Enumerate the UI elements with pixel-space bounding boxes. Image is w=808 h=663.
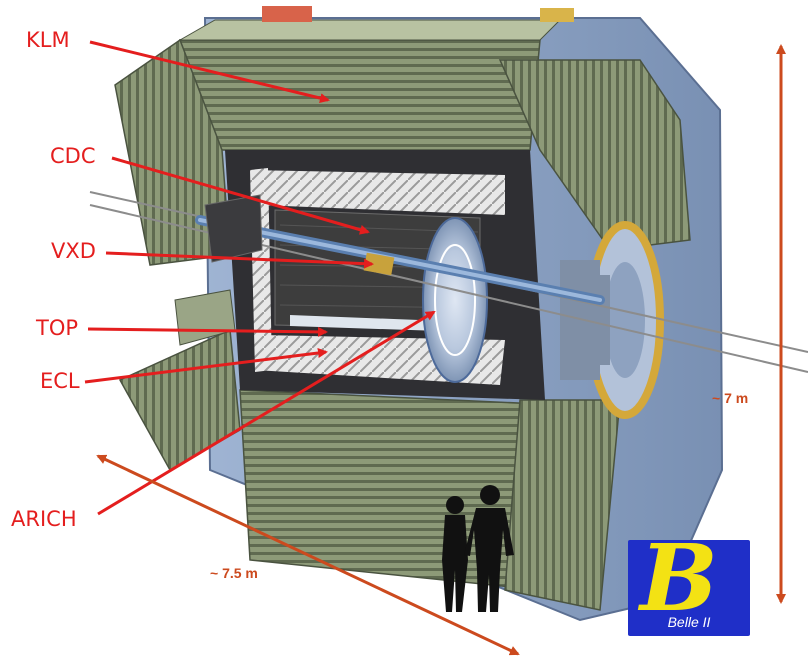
label-arich: ARICH (11, 507, 77, 531)
cdc-arrow (111, 156, 370, 235)
logo-text: Belle II (667, 614, 711, 630)
label-cdc: CDC (50, 144, 96, 168)
logo-glyph: B (640, 524, 718, 632)
klm-right-lower-block (504, 399, 621, 611)
label-vxd: VXD (51, 239, 96, 263)
klm-arrow (89, 40, 330, 103)
ecl-upper (250, 170, 505, 215)
belle2-logo: B Belle II (628, 532, 750, 636)
arich-endcap (422, 217, 488, 383)
callout-arrows (84, 40, 436, 516)
top-arrow (87, 326, 328, 337)
length-dimension-arrow (96, 454, 520, 656)
length-dimension-label: ~ 7.5 m (210, 565, 258, 581)
label-top: TOP (36, 316, 79, 340)
ecl-arrow (84, 348, 328, 384)
vxd-arrow (105, 251, 374, 269)
label-klm: KLM (26, 28, 70, 52)
height-dimension-label: ~ 7 m (712, 390, 749, 406)
klm-top-block (178, 39, 541, 151)
label-ecl: ECL (40, 369, 80, 393)
klm-right-upper-block (498, 59, 691, 251)
